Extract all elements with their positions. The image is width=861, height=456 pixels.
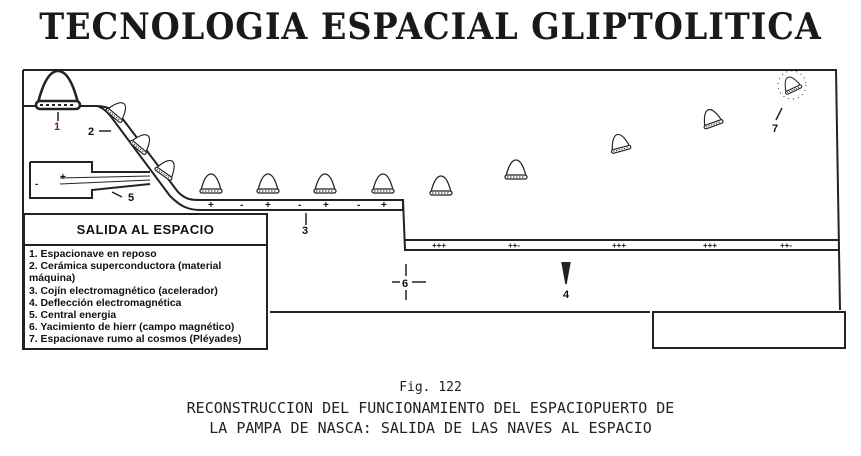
track-sign: + xyxy=(381,200,387,211)
launch-ramp xyxy=(23,105,404,211)
legend-list: 1. Espacionave en reposo 2. Cerámica sup… xyxy=(25,246,266,347)
spaceships xyxy=(34,69,807,196)
track-signs: + - + - + - + +++ ++- +++ +++ ++- xyxy=(208,200,792,250)
track-sign: + xyxy=(323,200,329,211)
spaceship-icon xyxy=(429,175,453,196)
lower-track-sign: +++ xyxy=(432,241,446,250)
spaceship-icon xyxy=(34,69,82,111)
label-1: 1 xyxy=(54,121,60,133)
spaceship-icon xyxy=(153,154,181,182)
spaceship-icon xyxy=(698,105,725,130)
label-5: 5 xyxy=(128,192,134,204)
caption-line: RECONSTRUCCION DEL FUNCIONAMIENTO DEL ES… xyxy=(186,399,675,417)
spaceship-icon xyxy=(371,173,395,194)
spaceship-icon xyxy=(607,131,632,155)
energy-plant xyxy=(29,161,151,199)
label-3: 3 xyxy=(302,225,308,237)
lower-track-sign: ++- xyxy=(780,241,792,250)
track-sign: - xyxy=(240,200,243,211)
track-sign: + xyxy=(208,200,214,211)
lower-track-sign: +++ xyxy=(703,241,717,250)
spaceship-icon xyxy=(256,173,280,194)
arrows-cross-icon xyxy=(392,264,426,300)
arrow-up-right-icon xyxy=(775,107,783,121)
legend-item: 5. Central energia xyxy=(29,310,117,322)
label-6: 6 xyxy=(402,278,408,290)
figure-caption: Fig. 122 RECONSTRUCCION DEL FUNCIONAMIEN… xyxy=(0,378,861,438)
spaceship-icon xyxy=(779,73,803,96)
caption-line: LA PAMPA DE NASCA: SALIDA DE LAS NAVES A… xyxy=(209,419,652,437)
spaceship-icon xyxy=(313,173,337,194)
lower-track-sign: +++ xyxy=(612,241,626,250)
chamber-sign-minus: - xyxy=(35,179,38,190)
spaceship-icon xyxy=(199,173,223,194)
step-down xyxy=(402,199,840,251)
legend-title: SALIDA AL ESPACIO xyxy=(25,215,266,246)
arrow-icon xyxy=(111,191,123,198)
spaceship-icon xyxy=(104,96,133,124)
track-sign: - xyxy=(298,200,301,211)
legend-item: 6. Yacimiento de hierr (campo magnético) xyxy=(29,322,235,334)
label-4: 4 xyxy=(563,289,570,301)
track-sign: - xyxy=(357,200,360,211)
legend-item: 1. Espacionave en reposo xyxy=(29,249,157,260)
legend-item: 7. Espacionave rumo al cosmos (Pléyades) xyxy=(29,334,242,346)
frame-top-right xyxy=(23,69,841,311)
glow-icon xyxy=(777,70,807,100)
figure-number: Fig. 122 xyxy=(399,380,462,395)
track-sign: + xyxy=(265,200,271,211)
arrows xyxy=(57,107,783,300)
lower-right-box xyxy=(652,311,846,349)
legend-box: SALIDA AL ESPACIO 1. Espacionave en repo… xyxy=(23,213,268,350)
page-title: TECNOLOGIA ESPACIAL GLIPTOLITICA xyxy=(39,6,822,48)
arrow-down-icon xyxy=(561,261,571,285)
legend-item: 3. Cojín electromagnético (acelerador) xyxy=(29,285,218,297)
label-2: 2 xyxy=(88,126,94,138)
spaceship-icon xyxy=(504,159,528,180)
label-7: 7 xyxy=(772,123,778,135)
legend-item: 2. Cerámica superconductora (material má… xyxy=(29,261,222,285)
legend-item: 4. Deflección electromagnética xyxy=(29,297,182,309)
lower-track-sign: ++- xyxy=(508,241,520,250)
chamber-sign-plus: + xyxy=(60,172,66,183)
